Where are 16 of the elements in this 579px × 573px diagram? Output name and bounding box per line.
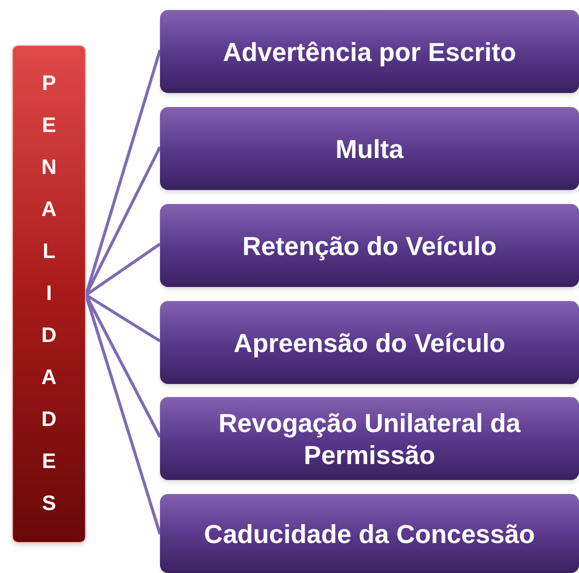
- penalty-text: Retenção do Veículo: [242, 230, 497, 262]
- penalty-text: Advertência por Escrito: [222, 36, 516, 68]
- penalty-box: [160, 397, 579, 480]
- penalty-text: Revogação Unilateral da Permissão: [218, 406, 522, 470]
- penalty-text: Caducidade da Concessão: [204, 518, 535, 550]
- penalty-box: [160, 107, 579, 190]
- penalty-box: [160, 10, 579, 93]
- connector-line: [85, 242, 161, 296]
- title-bar: [12, 45, 86, 543]
- penalty-box: [160, 301, 579, 384]
- vertical-title: PENALIDADES: [41, 71, 57, 517]
- penalty-box: [160, 494, 579, 573]
- penalty-text: Apreensão do Veículo: [234, 326, 506, 358]
- penalty-text: Multa: [336, 132, 404, 164]
- connector-line: [85, 294, 161, 342]
- penalty-box: [160, 204, 579, 287]
